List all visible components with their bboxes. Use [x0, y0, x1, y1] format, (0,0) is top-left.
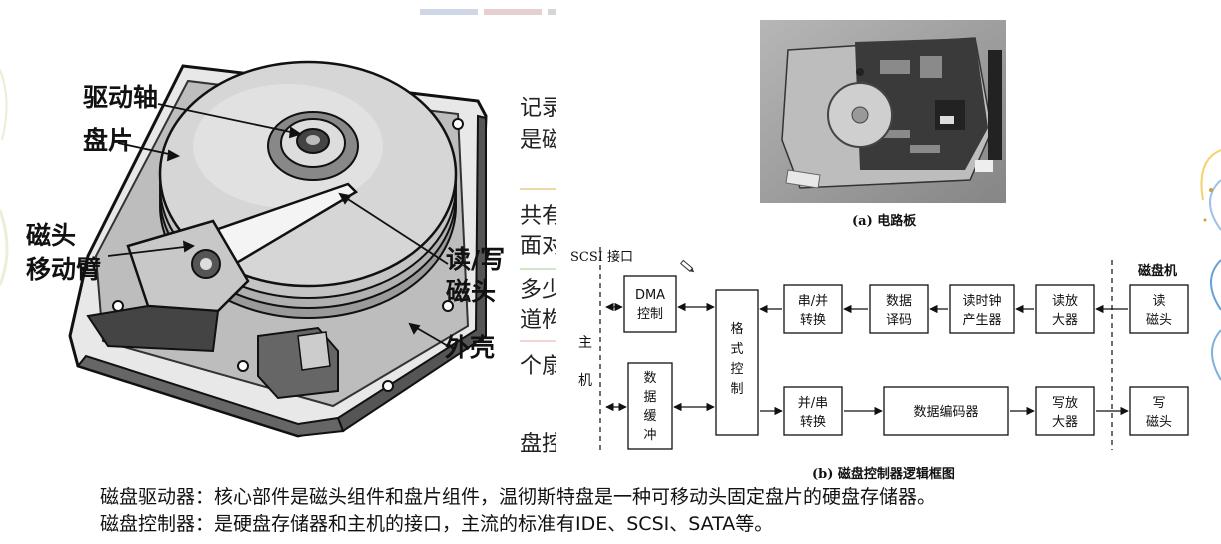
write-head-label-2: 磁头	[1146, 415, 1172, 430]
block-dma	[623, 275, 677, 333]
clock-label-2: 产生器	[962, 313, 1001, 328]
bottom-description: 磁盘驱动器：核心部件是磁头组件和盘片组件，温彻斯特盘是一种可移动头固定盘片的硬盘…	[100, 484, 936, 538]
description-line-2: 磁盘控制器：是硬盘存储器和主机的接口，主流的标准有IDE、SCSI、SATA等。	[100, 513, 774, 535]
format-label-4: 制	[730, 382, 743, 397]
circuit-board-photo	[760, 20, 1006, 203]
read-head-label-1: 读	[1152, 294, 1165, 309]
block-buffer	[627, 362, 673, 450]
block-format-control	[715, 289, 759, 436]
s2p-label-2: 转换	[800, 313, 826, 328]
label-platter: 盘片	[83, 126, 133, 155]
right-decor	[1200, 149, 1221, 381]
occluded-slide-text: 记录 是磁 共有 面对 多少 道构 个扇 盘控	[516, 60, 556, 460]
block-decoder	[869, 284, 929, 334]
label-casing: 外壳	[445, 333, 495, 362]
write-amp-label-2: 大器	[1052, 415, 1078, 430]
format-label-3: 控	[730, 362, 743, 377]
buffer-label-2: 据	[643, 390, 656, 405]
hard-disk-illustration: 驱动轴 盘片 磁头 移动臂 读/写 磁头 外壳	[26, 60, 505, 438]
label-head-arm-1: 磁头	[26, 221, 76, 250]
actuator-arm	[86, 182, 359, 353]
write-amp-label-1: 写放	[1052, 396, 1078, 411]
block-read-head	[1129, 284, 1189, 334]
dma-label-2: 控制	[637, 307, 663, 322]
leader-lines	[107, 103, 449, 347]
description-line-1: 磁盘驱动器：核心部件是磁头组件和盘片组件，温彻斯特盘是一种可移动头固定盘片的硬盘…	[100, 486, 937, 508]
buffer-label-1: 数	[643, 371, 656, 386]
fragment: 多少	[520, 278, 556, 303]
block-write-head	[1129, 386, 1189, 436]
host-label-2: 机	[578, 373, 592, 389]
divider	[520, 188, 556, 190]
write-head-label-1: 写	[1152, 396, 1165, 411]
buffer-label-3: 缓	[643, 409, 656, 424]
fragment: 个扇	[520, 354, 556, 379]
label-rw-head-2: 磁头	[446, 277, 496, 306]
label-head-arm-2: 移动臂	[26, 255, 101, 284]
dma-label-1: DMA	[635, 288, 665, 303]
decode-label-2: 译码	[886, 313, 912, 328]
divider	[520, 340, 556, 342]
label-spindle: 驱动轴	[83, 83, 158, 112]
read-head-label-2: 磁头	[1146, 313, 1172, 328]
read-amp-label-1: 读放	[1052, 294, 1078, 309]
fragment: 记录	[520, 96, 556, 121]
format-label-2: 式	[730, 342, 743, 357]
clock-label-1: 读时钟	[962, 293, 1001, 309]
fragment: 道构	[520, 308, 556, 333]
block-read-amplifier	[1035, 284, 1095, 334]
p2s-label-1: 并/串	[798, 396, 828, 411]
diagram-caption: (b) 磁盘控制器逻辑框图	[812, 467, 955, 482]
fragment: 面对	[520, 234, 556, 259]
photo-caption: (a) 电路板	[852, 214, 917, 229]
spindle-hub	[267, 111, 359, 181]
read-amp-label-2: 大器	[1052, 313, 1078, 328]
host-label-1: 主	[578, 335, 592, 351]
scsi-label: SCSI 接口	[570, 249, 633, 265]
block-parallel-serial	[783, 386, 843, 436]
format-label-1: 格	[730, 321, 743, 337]
decode-label-1: 数据	[886, 294, 912, 309]
label-rw-head-1: 读/写	[446, 245, 505, 274]
block-read-clock	[949, 284, 1015, 334]
screws	[112, 118, 464, 392]
p2s-label-2: 转换	[800, 415, 826, 430]
divider	[520, 268, 556, 270]
s2p-label-1: 串/并	[798, 294, 828, 309]
disk-drive-label: 磁盘机	[1138, 263, 1177, 279]
encoder-label: 数据编码器	[913, 405, 978, 420]
left-decor	[0, 69, 9, 286]
connector-block	[257, 326, 339, 400]
fragment: 盘控	[520, 432, 556, 457]
fragment: 共有	[520, 204, 556, 229]
buffer-label-4: 冲	[643, 428, 656, 443]
fragment: 是磁	[520, 128, 556, 153]
pencil-icon	[680, 259, 695, 273]
block-write-amplifier	[1035, 386, 1095, 436]
disk-controller-block-diagram: SCSI 接口 主 机 磁盘机	[570, 247, 1189, 450]
block-serial-parallel	[783, 284, 843, 334]
block-encoder	[883, 386, 1009, 436]
